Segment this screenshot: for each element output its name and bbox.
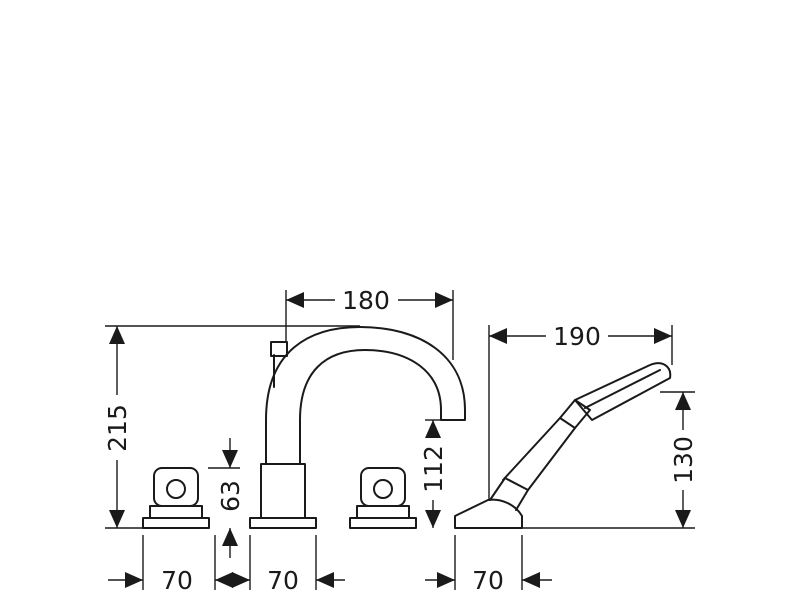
spout-outlet-height-label: 112 [419,445,448,493]
spout-reach-label: 180 [342,286,390,315]
right-handle [349,467,417,529]
hand-shower [454,362,672,529]
dimension-spout-outlet-height: 112 [419,420,448,528]
total-height-label: 215 [103,404,132,452]
dimension-spacing-left: 70 [108,566,233,595]
dimension-spacing-middle: 70 [215,566,345,595]
spacing-left-label: 70 [161,566,193,595]
handle-height-label: 63 [216,480,245,512]
dimension-handshower-height: 130 [669,392,698,528]
spout [249,326,466,529]
handshower-height-label: 130 [669,436,698,484]
handshower-reach-label: 190 [553,322,601,351]
spacing-middle-label: 70 [267,566,299,595]
dimension-spout-reach: 180 [286,286,453,315]
dimension-spacing-right: 70 [425,566,552,595]
dimension-handshower-reach: 190 [489,322,672,351]
spacing-right-label: 70 [472,566,504,595]
extension-lines [105,290,695,590]
dimension-handle-height: 63 [216,438,245,558]
left-handle [142,467,210,529]
dimension-total-height: 215 [103,326,132,528]
